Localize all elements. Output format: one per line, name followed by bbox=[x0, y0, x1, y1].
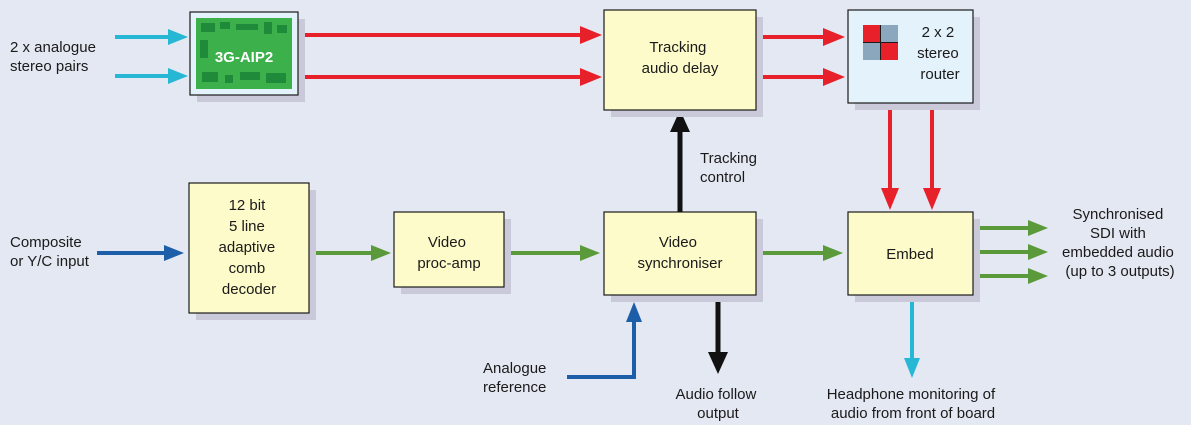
audio-arrow-router-to-embed-2 bbox=[923, 110, 941, 210]
embed-label: Embed bbox=[886, 246, 934, 263]
analogue-reference-arrow bbox=[567, 302, 642, 379]
svg-text:Composite or Y/C input: Composite or Y/C input bbox=[10, 234, 90, 270]
video-arrow-sync-to-embed bbox=[757, 245, 843, 261]
audio-arrow-delay-to-router-2 bbox=[757, 68, 845, 86]
composite-input-arrow bbox=[97, 245, 184, 261]
decoder-label-line-5: decoder bbox=[222, 281, 276, 298]
sdi-out-label-line-4: (up to 3 outputs) bbox=[1065, 263, 1174, 280]
router-matrix-icon bbox=[863, 25, 898, 60]
stereo-router-box: 2 x 2 stereo router bbox=[847, 9, 980, 110]
svg-text:12 bit 5 line adap: 12 bit 5 line adaptive comb decoder bbox=[219, 197, 280, 298]
sdi-out-label-line-2: SDI with bbox=[1090, 225, 1146, 242]
embed-box: Embed bbox=[847, 211, 980, 302]
analogue-reference-label-line-2: reference bbox=[483, 379, 546, 396]
video-arrow-decoder-to-procamp bbox=[307, 245, 391, 261]
audio-follow-label-line-1: Audio follow bbox=[675, 386, 756, 403]
headphone-label-line-1: Headphone monitoring of bbox=[827, 386, 996, 403]
audio-arrow-router-to-embed-1 bbox=[881, 110, 899, 210]
delay-label-line-2: audio delay bbox=[642, 60, 719, 77]
decoder-label-line-3: adaptive bbox=[219, 239, 276, 256]
composite-in-label-line-1: Composite bbox=[10, 234, 82, 251]
svg-text:Tracking control: Tracking control bbox=[700, 150, 761, 186]
audio-arrow-aip-to-delay-1 bbox=[305, 26, 602, 44]
aip2-module: 3G-AIP2 bbox=[189, 11, 305, 102]
procamp-label-line-1: Video bbox=[428, 234, 466, 251]
aip2-label: 3G-AIP2 bbox=[215, 49, 273, 66]
sdi-output-arrow-2 bbox=[975, 244, 1048, 260]
headphone-output-arrow bbox=[904, 295, 920, 378]
sdi-output-arrow-1 bbox=[975, 220, 1048, 236]
video-synchroniser-box: Video synchroniser bbox=[603, 211, 763, 302]
analogue-in-label-line-2: stereo pairs bbox=[10, 58, 88, 75]
analogue-input-arrow-1 bbox=[115, 29, 188, 45]
audio-follow-output-arrow bbox=[708, 295, 728, 374]
delay-label-line-1: Tracking bbox=[649, 39, 706, 56]
arrows bbox=[97, 26, 1048, 379]
router-label-line-2: stereo bbox=[917, 45, 959, 62]
analogue-in-label-line-1: 2 x analogue bbox=[10, 39, 96, 56]
svg-text:2 x analogue stereo pairs: 2 x analogue stereo pairs bbox=[10, 39, 100, 75]
svg-text:Video synchroniser: Video synchroniser bbox=[637, 234, 722, 272]
sdi-output-arrow-3 bbox=[975, 268, 1048, 284]
sdi-out-label-line-3: embedded audio bbox=[1062, 244, 1174, 261]
procamp-label-line-2: proc-amp bbox=[417, 255, 480, 272]
audio-arrow-aip-to-delay-2 bbox=[305, 68, 602, 86]
analogue-input-arrow-2 bbox=[115, 68, 188, 84]
svg-text:Headphone monitoring of au: Headphone monitoring of audio from front… bbox=[827, 386, 1000, 422]
decoder-label-line-2: 5 line bbox=[229, 218, 265, 235]
svg-text:2 x 2 stereo route: 2 x 2 stereo router bbox=[917, 24, 963, 83]
analogue-reference-label-line-1: Analogue bbox=[483, 360, 546, 377]
comb-decoder-box: 12 bit 5 line adaptive comb decoder bbox=[188, 182, 316, 320]
svg-text:Analogue reference: Analogue reference bbox=[483, 360, 551, 396]
svg-text:Tracking audio delay: Tracking audio delay bbox=[642, 39, 719, 77]
decoder-label-line-4: comb bbox=[229, 260, 266, 277]
tracking-audio-delay-box: Tracking audio delay bbox=[603, 9, 763, 117]
tracking-control-label-line-2: control bbox=[700, 169, 745, 186]
video-arrow-procamp-to-sync bbox=[503, 245, 600, 261]
composite-in-label-line-2: or Y/C input bbox=[10, 253, 90, 270]
audio-follow-label-line-2: output bbox=[697, 405, 740, 422]
decoder-label-line-1: 12 bit bbox=[229, 197, 267, 214]
svg-text:Synchronised SDI with: Synchronised SDI with embedded audio (up… bbox=[1062, 206, 1178, 280]
headphone-label-line-2: audio from front of board bbox=[831, 405, 995, 422]
tracking-control-label-line-1: Tracking bbox=[700, 150, 757, 167]
audio-arrow-delay-to-router-1 bbox=[757, 28, 845, 46]
tracking-control-arrow bbox=[670, 110, 690, 212]
sync-label-line-1: Video bbox=[659, 234, 697, 251]
proc-amp-box: Video proc-amp bbox=[393, 211, 511, 294]
sync-label-line-2: synchroniser bbox=[637, 255, 722, 272]
router-label-line-1: 2 x 2 bbox=[922, 24, 955, 41]
svg-text:Audio follow output: Audio follow output bbox=[675, 386, 760, 422]
router-label-line-3: router bbox=[920, 66, 959, 83]
sdi-out-label-line-1: Synchronised bbox=[1072, 206, 1163, 223]
svg-text:Video proc-amp: Video proc-amp bbox=[417, 234, 480, 272]
